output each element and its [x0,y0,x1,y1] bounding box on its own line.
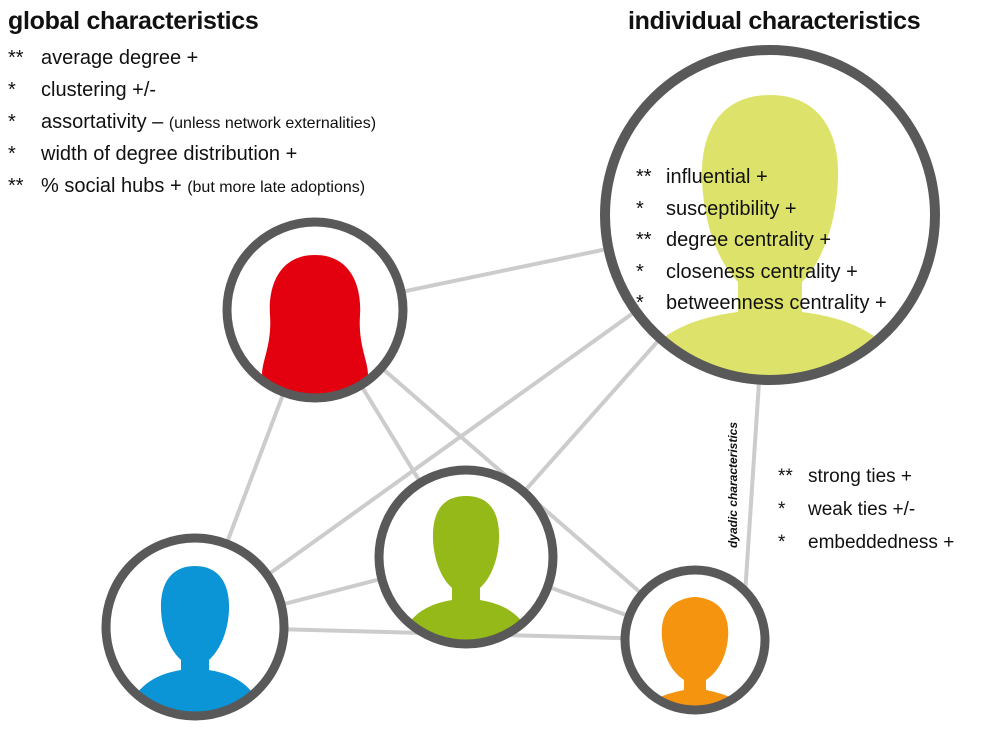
node-green-person [374,465,558,649]
individual-characteristics-heading: individual characteristics [628,7,921,35]
person-silhouette-male-green-icon [398,496,534,644]
global-characteristics-heading: global characteristics [8,7,259,35]
person-silhouette-female-orange-icon [640,597,750,710]
node-blue-person [101,533,289,721]
person-silhouette-male-blue-icon [125,566,265,716]
person-silhouette-male-yellow-icon [630,95,910,380]
node-red-person [222,217,408,403]
node-orange-person [620,565,770,715]
node-yellow-person [600,45,940,385]
